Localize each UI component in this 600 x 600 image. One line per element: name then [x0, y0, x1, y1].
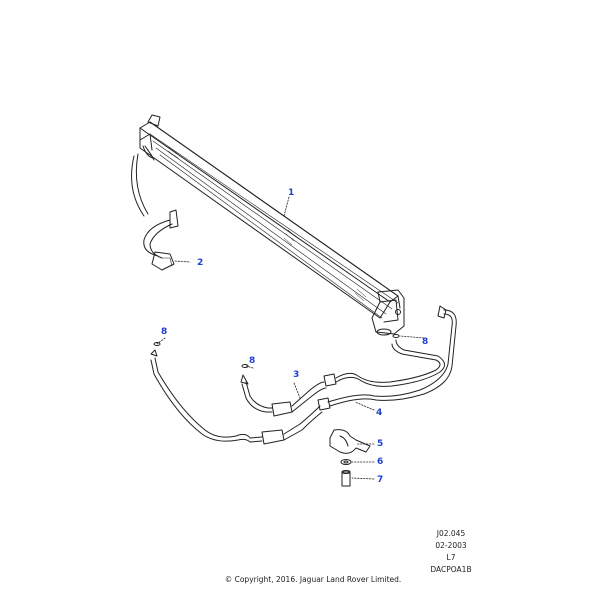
callout-2[interactable]: 2	[197, 258, 204, 268]
callout-4[interactable]: 4	[376, 408, 383, 418]
drawing-id: DACPOA1B	[430, 565, 472, 574]
sensor-harness	[131, 153, 191, 271]
callout-8-left[interactable]: 8	[161, 327, 168, 337]
callout-7[interactable]: 7	[377, 475, 384, 485]
copyright-notice: © Copyright, 2016. Jaguar Land Rover Lim…	[224, 575, 402, 584]
leader-lines	[156, 196, 425, 480]
callout-1[interactable]: 1	[288, 188, 295, 198]
reference-date: 02-2003	[435, 541, 467, 550]
cooler-pipes	[150, 305, 457, 445]
clamp-assembly	[329, 429, 371, 487]
callout-8-middle[interactable]: 8	[249, 356, 256, 366]
washers	[153, 334, 400, 368]
callout-3[interactable]: 3	[293, 370, 300, 380]
callout-8-right[interactable]: 8	[422, 337, 429, 347]
reference-code: L7	[446, 553, 456, 562]
reference-number: J02.045	[436, 529, 466, 538]
callout-6[interactable]: 6	[377, 457, 384, 467]
oil-cooler	[139, 114, 405, 336]
callout-5[interactable]: 5	[377, 439, 384, 449]
